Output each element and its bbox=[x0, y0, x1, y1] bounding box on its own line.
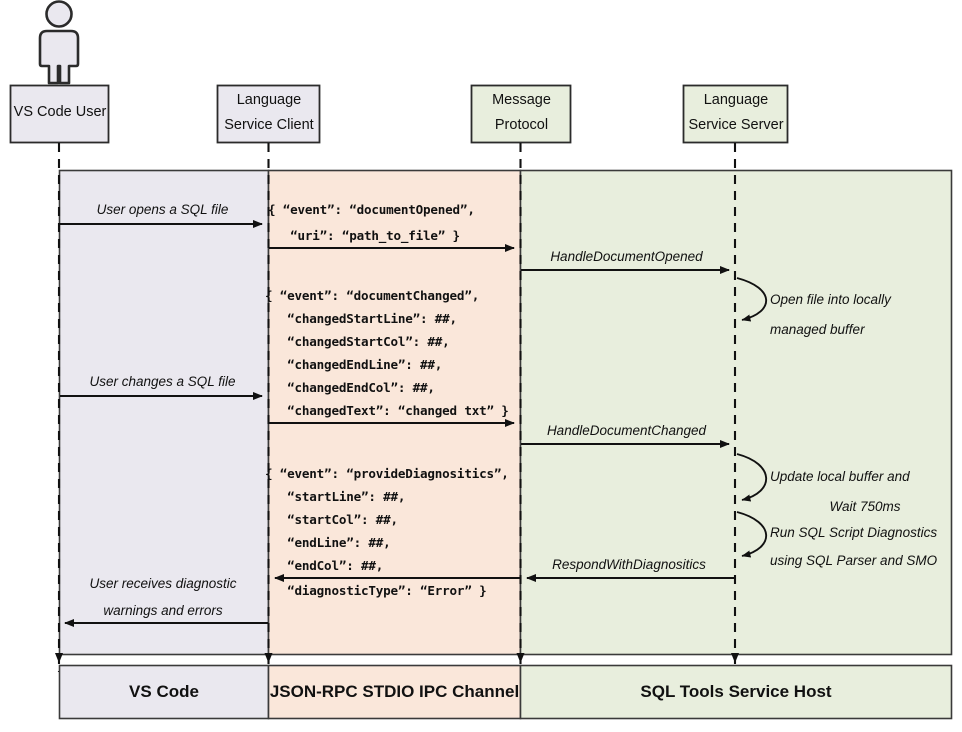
payload-line: { “event”: “provideDiagnositics”, bbox=[265, 466, 509, 481]
note-update-buffer-line1: Update local buffer and bbox=[770, 469, 910, 484]
message-label-user-changes-sql-file: User changes a SQL file bbox=[89, 374, 236, 389]
payload-line: “changedText”: “changed txt” } bbox=[265, 403, 509, 418]
participant-label-line1: Message bbox=[492, 92, 551, 108]
footer-band-service-host[interactable] bbox=[519, 664, 953, 720]
lifeline-bands bbox=[58, 169, 953, 656]
participant-label-language-service-client: Language Service Client bbox=[218, 88, 320, 138]
participant-label-vs-code-user: VS Code User bbox=[11, 100, 109, 125]
footer-label-sql-tools-service-host: SQL Tools Service Host bbox=[640, 682, 832, 701]
message-label-user-receives-diagnostics-line2: warnings and errors bbox=[103, 603, 223, 618]
message-label-handle-document-opened: HandleDocumentOpened bbox=[550, 249, 703, 264]
participant-label-language-service-server: Language Service Server bbox=[684, 88, 788, 138]
footer-band-ipc-channel[interactable] bbox=[267, 664, 522, 720]
footer-bands bbox=[58, 664, 953, 720]
payload-line: “endCol”: ##, bbox=[265, 558, 384, 573]
payload-line: “startCol”: ##, bbox=[265, 512, 398, 527]
payload-line: { “event”: “documentOpened”, bbox=[268, 202, 475, 217]
participant-box-language-service-server[interactable] bbox=[682, 84, 789, 144]
payload-line: “endLine”: ##, bbox=[265, 535, 391, 550]
payload-line: “startLine”: ##, bbox=[265, 489, 406, 504]
participant-label-line1: Language bbox=[703, 92, 769, 108]
note-open-file-line1: Open file into locally bbox=[770, 292, 891, 307]
payload-line: “changedEndCol”: ##, bbox=[265, 380, 435, 395]
note-open-file-line2: managed buffer bbox=[770, 322, 865, 337]
footer-label-jsonrpc-channel: JSON-RPC STDIO IPC Channel bbox=[269, 682, 520, 701]
participant-box-message-protocol[interactable] bbox=[470, 84, 572, 144]
footer-band-vs-code[interactable] bbox=[58, 664, 270, 720]
self-loop-arcs bbox=[736, 277, 768, 558]
participant-label-line2: Service Server bbox=[688, 117, 784, 133]
band-vs-code bbox=[58, 169, 270, 656]
arc-open-file-into-buffer bbox=[736, 277, 768, 322]
participant-label-line2: Protocol bbox=[494, 117, 549, 133]
participant-boxes bbox=[9, 84, 789, 144]
payload-line: “changedStartCol”: ##, bbox=[265, 334, 450, 349]
arc-update-buffer-wait bbox=[736, 453, 768, 502]
message-label-respond-with-diagnostics: RespondWithDiagnositics bbox=[552, 557, 706, 572]
payload-line: “uri”: “path_to_file” } bbox=[268, 228, 460, 243]
payload-line: “changedEndLine”: ##, bbox=[265, 357, 443, 372]
vs-code-user-actor-icon bbox=[38, 0, 80, 85]
lifelines bbox=[57, 143, 737, 672]
message-label-handle-document-changed: HandleDocumentChanged bbox=[546, 423, 707, 438]
payload-line: “changedStartLine”: ##, bbox=[265, 311, 457, 326]
message-label-user-opens-sql-file: User opens a SQL file bbox=[96, 202, 229, 217]
participant-box-vs-code-user[interactable] bbox=[9, 84, 110, 144]
note-update-buffer-line2: Wait 750ms bbox=[829, 499, 901, 514]
participant-label-line1: VS Code User bbox=[13, 104, 107, 120]
band-service-host bbox=[519, 169, 953, 656]
message-arrows bbox=[60, 220, 734, 627]
participant-label-line1: Language bbox=[236, 92, 302, 108]
footer-label-vs-code: VS Code bbox=[129, 682, 199, 701]
footer-connectors bbox=[55, 653, 739, 663]
payload-line: { “event”: “documentChanged”, bbox=[265, 288, 480, 303]
note-run-diagnostics-line1: Run SQL Script Diagnostics bbox=[770, 525, 938, 540]
note-run-diagnostics-line2: using SQL Parser and SMO bbox=[770, 553, 938, 568]
participant-label-message-protocol: Message Protocol bbox=[472, 88, 571, 138]
payload-line: “diagnosticType”: “Error” } bbox=[265, 583, 487, 598]
band-ipc-channel bbox=[267, 169, 522, 656]
arc-run-sql-diagnostics bbox=[736, 511, 768, 558]
participant-box-language-service-client[interactable] bbox=[216, 84, 321, 144]
participant-label-line2: Service Client bbox=[224, 117, 314, 133]
message-label-user-receives-diagnostics-line1: User receives diagnostic bbox=[89, 576, 237, 591]
